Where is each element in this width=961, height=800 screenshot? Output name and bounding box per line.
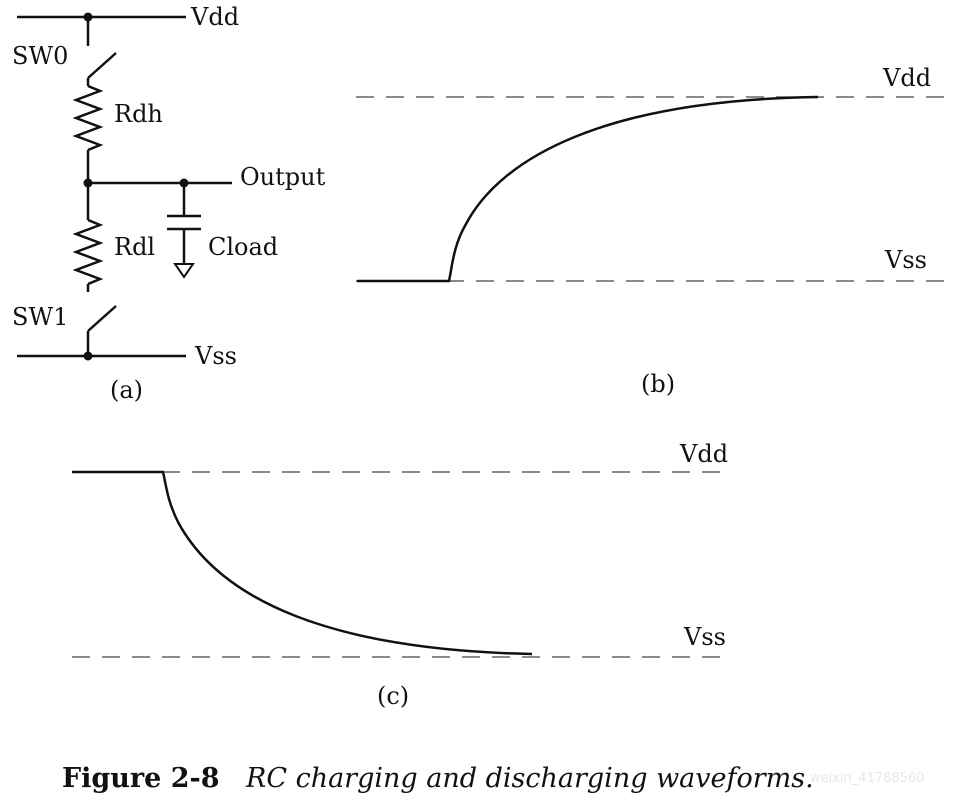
discharging-vdd-label: Vdd <box>679 440 728 468</box>
charging-curve <box>357 95 819 283</box>
charging-waveform: Vdd Vss (b) <box>356 64 944 398</box>
ground-icon <box>173 263 195 279</box>
sw1-label: SW1 <box>12 303 68 331</box>
vss-node <box>83 351 93 361</box>
rdl-label: Rdl <box>114 233 155 261</box>
charging-vdd-label: Vdd <box>882 64 931 92</box>
cload-label: Cload <box>208 233 278 261</box>
sw0-label: SW0 <box>12 42 68 70</box>
sw0-switch <box>87 52 117 79</box>
panel-c-label: (c) <box>377 682 409 710</box>
rdl-resistor <box>72 218 104 286</box>
panel-a-label: (a) <box>110 376 143 404</box>
figure-caption: Figure 2-8 RC charging and discharging w… <box>62 763 924 794</box>
discharging-vss-label: Vss <box>683 623 726 651</box>
circuit-diagram: Vdd SW0 Rdh Output Cload Rdl SW1 Vs <box>12 3 326 404</box>
caption-text: RC charging and discharging waveforms. <box>245 763 814 794</box>
watermark-text: weixin_41788560 <box>810 771 924 786</box>
sw1-switch <box>87 305 117 332</box>
circuit-vdd-label: Vdd <box>190 3 239 31</box>
panel-b-label: (b) <box>641 370 675 398</box>
circuit-vss-label: Vss <box>194 342 237 370</box>
rdh-label: Rdh <box>114 100 163 128</box>
discharging-curve <box>72 470 533 656</box>
charging-vss-label: Vss <box>884 246 927 274</box>
rdh-resistor <box>72 84 104 152</box>
output-label: Output <box>240 163 326 191</box>
discharging-waveform: Vdd Vss (c) <box>72 440 728 710</box>
caption-number: Figure 2-8 <box>62 763 220 794</box>
